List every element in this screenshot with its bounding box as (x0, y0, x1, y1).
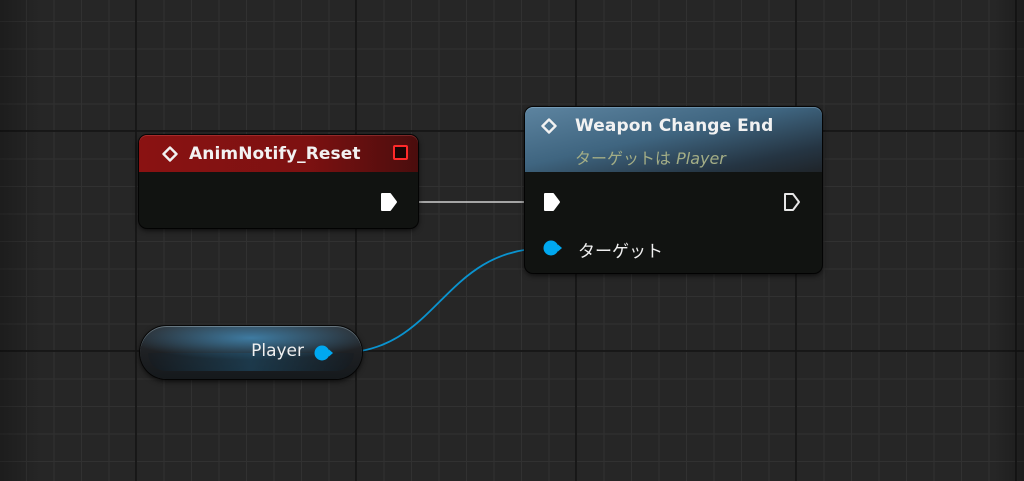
function-diamond-icon (541, 118, 557, 134)
event-node-animnotify-reset[interactable]: AnimNotify_Reset (139, 135, 418, 228)
function-node-header[interactable]: Weapon Change End ターゲットは Player (525, 107, 822, 172)
exec-out-pin-icon[interactable] (380, 192, 398, 212)
function-node-weapon-change-end[interactable]: Weapon Change End ターゲットは Player ターゲット (525, 107, 822, 273)
function-node-subtitle: ターゲットは Player (575, 145, 726, 169)
event-node-header[interactable]: AnimNotify_Reset (139, 135, 418, 172)
function-node-title: Weapon Change End (575, 116, 774, 136)
function-diamond-icon (162, 146, 178, 162)
subtitle-target: Player (676, 149, 726, 168)
target-pin-label: ターゲット (578, 242, 663, 262)
variable-node-shade (148, 353, 354, 371)
subtitle-prefix: ターゲットは (575, 149, 677, 168)
player-output-pin-icon[interactable] (314, 345, 334, 361)
target-object-wire[interactable] (337, 247, 549, 354)
exec-out-pin-icon[interactable] (783, 192, 801, 212)
variable-node-player[interactable]: Player (140, 326, 362, 379)
event-node-title: AnimNotify_Reset (189, 144, 361, 164)
delegate-pin-icon[interactable] (393, 145, 408, 160)
variable-node-label: Player (251, 341, 304, 361)
exec-in-pin-icon[interactable] (543, 192, 561, 212)
target-pin-icon[interactable] (543, 240, 563, 256)
